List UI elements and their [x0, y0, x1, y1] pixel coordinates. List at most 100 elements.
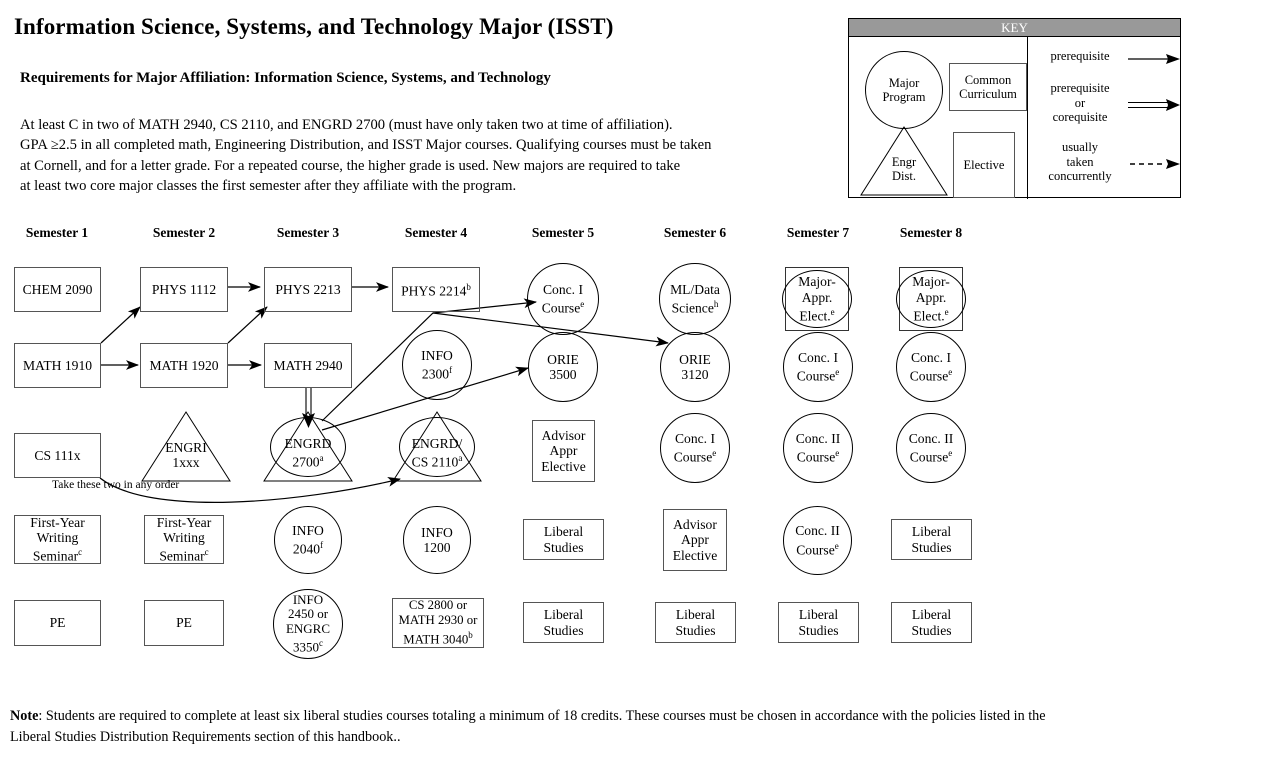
circle-outline — [270, 417, 346, 477]
semester-header-7: Semester 7 — [786, 225, 850, 240]
node-pe-s1[interactable]: PE — [14, 600, 101, 646]
node-phys-2214[interactable]: PHYS 2214b — [392, 267, 480, 312]
footer-note-line: : Students are required to complete at l… — [38, 708, 1046, 724]
node-label: ENGRD/CS 2110a — [411, 435, 463, 470]
requirements-line: at least two core major classes the firs… — [20, 178, 517, 195]
node-engrd-cs-2110[interactable]: ENGRD/CS 2110a — [391, 411, 483, 483]
semester-header-3: Semester 3 — [276, 225, 340, 240]
node-label: PHYS 2213 — [275, 281, 341, 297]
key-shape-elective: Elective — [953, 132, 1015, 198]
node-phys-2213[interactable]: PHYS 2213 — [264, 267, 352, 312]
semester-header-4: Semester 4 — [404, 225, 468, 240]
footer-note: Note: Students are required to complete … — [10, 706, 1272, 748]
node-label: PE — [176, 615, 192, 631]
node-math-2940[interactable]: MATH 2940 — [264, 343, 352, 388]
node-phys-1112[interactable]: PHYS 1112 — [140, 267, 228, 312]
footer-note-label: Note — [10, 708, 39, 724]
node-major-appr-elect-s8[interactable]: Major-Appr.Elect.e — [896, 267, 966, 331]
node-label: MATH 1910 — [22, 357, 93, 373]
circle-outline — [896, 270, 966, 328]
key-shape-label: Elective — [963, 158, 1005, 172]
order-annotation: Take these two in any order — [52, 479, 180, 491]
edge-math1920-phys2213 — [227, 306, 268, 344]
node-label: PE — [49, 615, 66, 631]
key-arrow-label: prerequisite — [1050, 49, 1110, 63]
edge-math1910-phys1112 — [100, 306, 141, 344]
node-label: PHYS 2214b — [401, 282, 471, 299]
curriculum-flowchart: Semester 1 Semester 2 Semester 3 Semeste… — [0, 225, 1000, 670]
requirements-body: At least C in two of MATH 2940, CS 2110,… — [20, 115, 838, 197]
circle-outline — [399, 417, 475, 477]
node-label: CS 111x — [34, 447, 81, 463]
semester-header-1: Semester 1 — [25, 225, 89, 240]
node-label: PHYS 1112 — [151, 281, 217, 297]
edge-engrd2700-orie3500-b — [321, 366, 529, 431]
requirements-line: GPA ≥2.5 in all completed math, Engineer… — [20, 137, 712, 154]
edge-cs111x-cs2110 — [99, 477, 401, 503]
node-cs-111x[interactable]: CS 111x — [14, 433, 101, 478]
node-pe-s2[interactable]: PE — [144, 600, 224, 646]
triangle-outline — [141, 411, 231, 482]
node-chem-2090[interactable]: CHEM 2090 — [14, 267, 101, 312]
node-label: Major-Appr.Elect.e — [798, 274, 836, 324]
node-math-1910[interactable]: MATH 1910 — [14, 343, 101, 388]
dashed-arrow-icon — [1130, 159, 1180, 169]
key-shape-engr-dist-triangle — [860, 126, 948, 196]
node-math-1920[interactable]: MATH 1920 — [140, 343, 228, 388]
semester-header-8: Semester 8 — [899, 225, 963, 240]
key-arrow-prerequisite: prerequisite — [1028, 43, 1180, 75]
node-label: MATH 2940 — [273, 357, 343, 373]
node-major-appr-elect-s7[interactable]: Major-Appr.Elect.e — [782, 267, 852, 331]
